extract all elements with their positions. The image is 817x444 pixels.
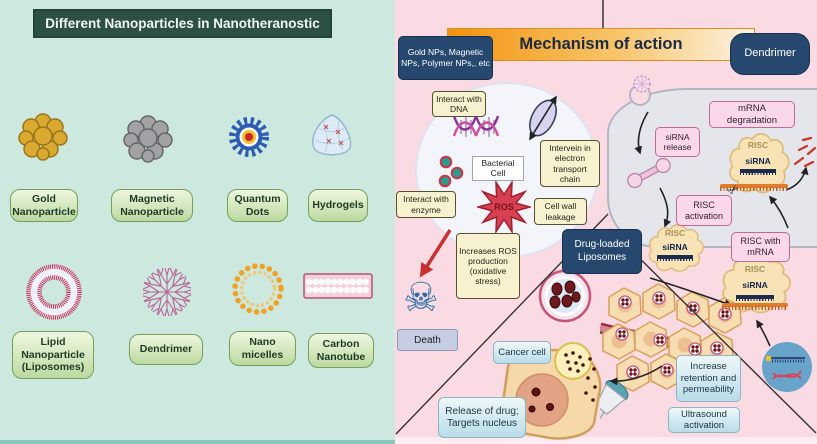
- interact-enzyme-box: Interact with enzyme: [396, 191, 456, 218]
- sirna-label: siRNA: [662, 242, 688, 252]
- label-quantum-dots: Quantum Dots: [227, 189, 288, 222]
- sirna-strand-bar: [657, 255, 693, 261]
- label-magnetic-nanoparticle: Magnetic Nanoparticle: [111, 189, 193, 222]
- sirna-strand-bar: [740, 169, 776, 175]
- enzyme-dots-icon: [438, 155, 464, 188]
- nano-micelles-icon: [232, 263, 284, 315]
- ros-star-icon: ROS: [477, 180, 531, 234]
- arrow-risc-up: [768, 195, 789, 229]
- skull-icon: ☠: [403, 276, 439, 320]
- ros-text: ROS: [494, 202, 514, 212]
- release-of-drug-box: Release of drug; Targets nucleus: [438, 397, 526, 438]
- risc-label: RISC: [664, 228, 686, 238]
- label-text: Hydrogels: [312, 199, 364, 212]
- label-lipid-nanoparticle: Lipid Nanoparticle (Liposomes): [12, 331, 94, 379]
- liposome-icon: [26, 264, 82, 320]
- ultrasound-activation-box: Ultrasound activation: [668, 407, 740, 433]
- hydrogel-icon: [312, 114, 352, 156]
- arrow-to-risc-mrna: [649, 277, 733, 307]
- nanoparticle-types-panel: Different Nanoparticles in Nanotheranost…: [0, 0, 395, 444]
- np-types-text: Gold NPs, Magnetic NPs, Polymer NPs,, et…: [401, 47, 490, 68]
- label-text: Gold Nanoparticle: [12, 192, 76, 218]
- risc-label: RISC: [747, 140, 769, 150]
- sirna-release-box: siRNA release: [655, 127, 700, 157]
- mrna-fragments-icon: [793, 136, 817, 168]
- mrna-strand: [720, 184, 788, 191]
- risc-activation-box: RISC activation: [676, 195, 732, 226]
- increase-ros-box: Increases ROS production (oxidative stre…: [456, 233, 520, 299]
- drug-loaded-liposomes-box: Drug-loaded Liposomes: [562, 229, 642, 274]
- tumor-cluster-icon: [600, 283, 742, 394]
- sirna-label: siRNA: [742, 280, 768, 290]
- label-text: Nano micelles: [241, 335, 284, 361]
- sirna-label: siRNA: [745, 156, 771, 166]
- nanoparticle-types-box: Gold NPs, Magnetic NPs, Polymer NPs,, et…: [398, 36, 493, 80]
- label-nano-micelles: Nano micelles: [229, 331, 296, 366]
- arrow-to-fragments: [785, 166, 809, 191]
- label-text: Quantum Dots: [234, 192, 281, 218]
- risc-label: RISC: [744, 264, 766, 274]
- arrow-tumor-to-cell: [609, 365, 663, 386]
- carbon-nanotube-icon: [303, 273, 373, 299]
- label-text: Dendrimer: [139, 343, 193, 356]
- dendrimer-box: Dendrimer: [730, 33, 810, 75]
- label-carbon-nanotube: Carbon Nanotube: [308, 333, 374, 368]
- label-gold-nanoparticle: Gold Nanoparticle: [10, 189, 78, 222]
- cancer-cell-box: Cancer cell: [493, 341, 551, 364]
- electron-chain-box: Intervein in electron transport chain: [540, 140, 600, 187]
- label-text: Magnetic Nanoparticle: [120, 192, 184, 218]
- arrow-endocytosis: [634, 111, 649, 155]
- rna-circle-icon: [762, 342, 812, 392]
- risc-with-mrna-box: RISC with mRNA: [731, 232, 790, 262]
- gold-nanoparticle-icon: [18, 113, 68, 161]
- death-arrow: [419, 229, 452, 278]
- right-panel-title: Mechanism of action: [447, 28, 755, 61]
- electron-transport-icon: [529, 95, 557, 141]
- cancer-cell-icon: [502, 342, 602, 440]
- section-divider-right: [609, 228, 817, 434]
- right-panel-title-text: Mechanism of action: [519, 35, 683, 53]
- left-panel-title: Different Nanoparticles in Nanotheranost…: [33, 9, 332, 38]
- arrow-sirna-to-risc: [659, 187, 672, 228]
- arrow-rna-to-risc: [756, 319, 771, 347]
- mrna-strand: [722, 303, 788, 310]
- cell-wall-leakage-box: Cell wall leakage: [534, 198, 587, 225]
- interact-dna-box: Interact with DNA: [432, 91, 486, 117]
- mechanism-of-action-panel: Mechanism of action Gold NPs, Magnetic N…: [395, 0, 817, 444]
- bottom-strip: [395, 437, 817, 444]
- increase-retention-box: Increase retention and permeability: [676, 355, 741, 402]
- dendrimer-text: Dendrimer: [744, 47, 796, 60]
- magnetic-nanoparticle-icon: [123, 115, 173, 163]
- dendrimer-particle-icon: [633, 75, 651, 93]
- label-text: Lipid Nanoparticle (Liposomes): [21, 336, 85, 374]
- risc-complex-icon: RISC siRNA: [723, 130, 793, 196]
- death-box: Death: [397, 329, 458, 351]
- label-dendrimer: Dendrimer: [129, 334, 203, 365]
- label-text: Carbon Nanotube: [316, 337, 366, 363]
- sirna-strand-bar: [736, 295, 774, 301]
- liposome-drug-icon: [538, 269, 592, 323]
- risc-complex-icon: RISC siRNA: [643, 222, 707, 274]
- sirna-dumbbell-icon: [627, 157, 671, 189]
- label-hydrogels: Hydrogels: [308, 189, 368, 222]
- dna-helix-icon: [452, 115, 500, 137]
- left-panel-title-text: Different Nanoparticles in Nanotheranost…: [45, 16, 320, 31]
- dendrimer-icon: [142, 267, 192, 317]
- mrna-degradation-box: mRNA degradation: [709, 101, 795, 128]
- bacterial-cell-label: Bacterial Cell: [472, 156, 524, 181]
- quantum-dots-icon: [229, 117, 269, 157]
